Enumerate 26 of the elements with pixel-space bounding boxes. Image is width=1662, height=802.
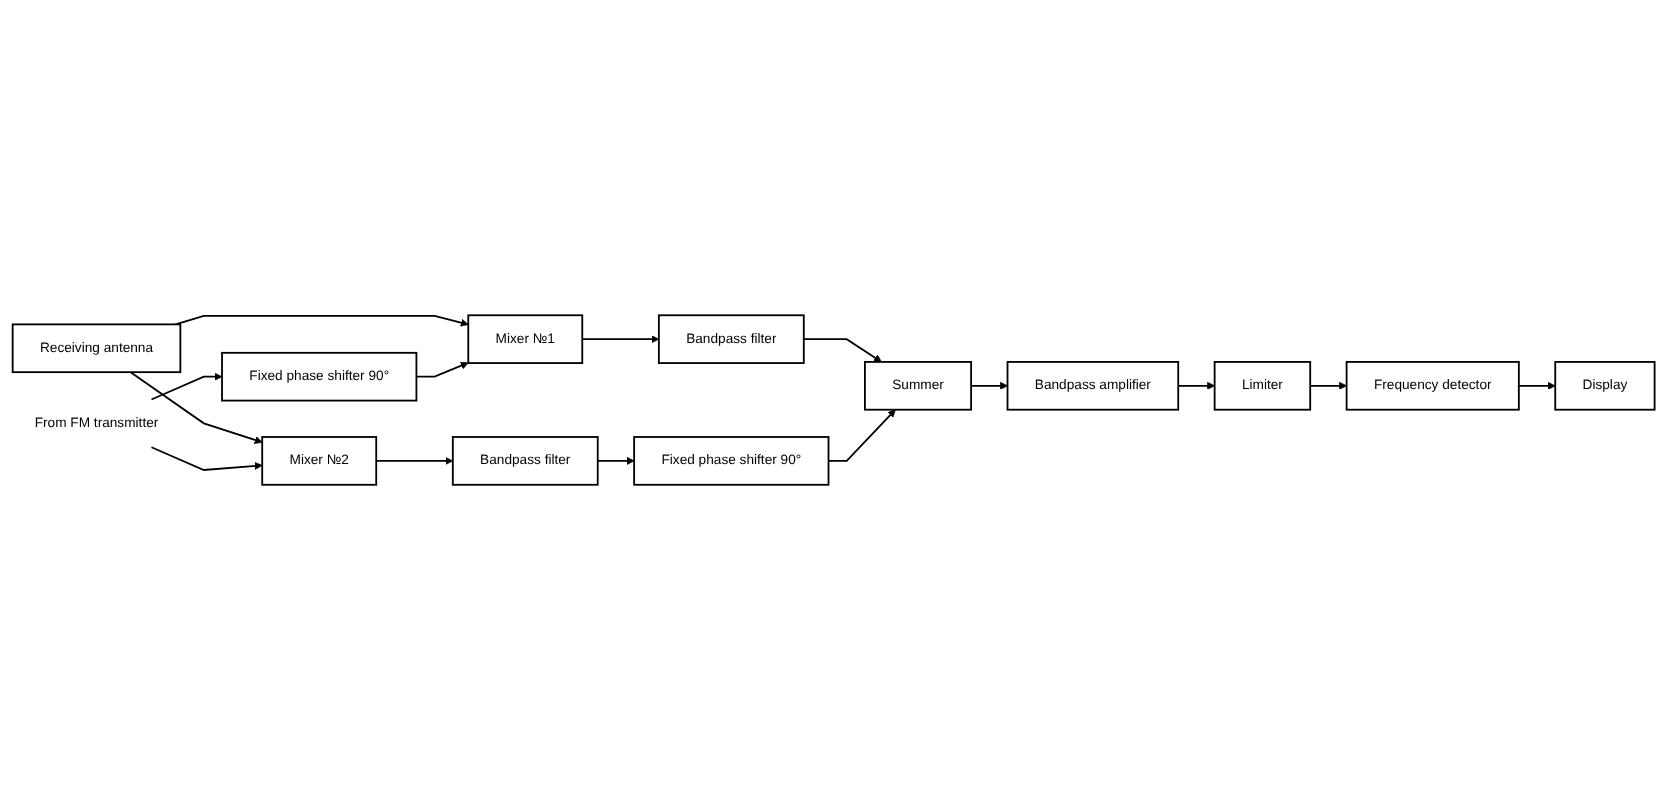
- arrow: [1517, 382, 1556, 391]
- arrow: [150, 447, 263, 472]
- node-box: [1006, 361, 1180, 412]
- node-box: [1213, 361, 1312, 412]
- arrow: [375, 457, 454, 466]
- node-box: [11, 324, 182, 375]
- node-box: [1345, 361, 1520, 412]
- node-box: [451, 437, 599, 487]
- node-box: [864, 361, 973, 412]
- node-box: [1554, 361, 1656, 412]
- arrow: [970, 382, 1008, 391]
- arrow: [415, 362, 469, 379]
- node-box: [221, 352, 418, 403]
- arrow: [174, 315, 469, 328]
- arrow: [129, 372, 263, 445]
- arrow: [596, 457, 635, 466]
- node-box: [467, 315, 584, 365]
- node-box: [261, 437, 378, 487]
- arrow: [1177, 382, 1215, 391]
- node-box: [657, 315, 805, 365]
- node-box: [633, 437, 830, 487]
- arrow: [581, 336, 660, 345]
- arrow: [827, 410, 896, 463]
- arrow: [802, 339, 882, 364]
- arrow: [1309, 382, 1347, 391]
- arrow: [150, 373, 223, 402]
